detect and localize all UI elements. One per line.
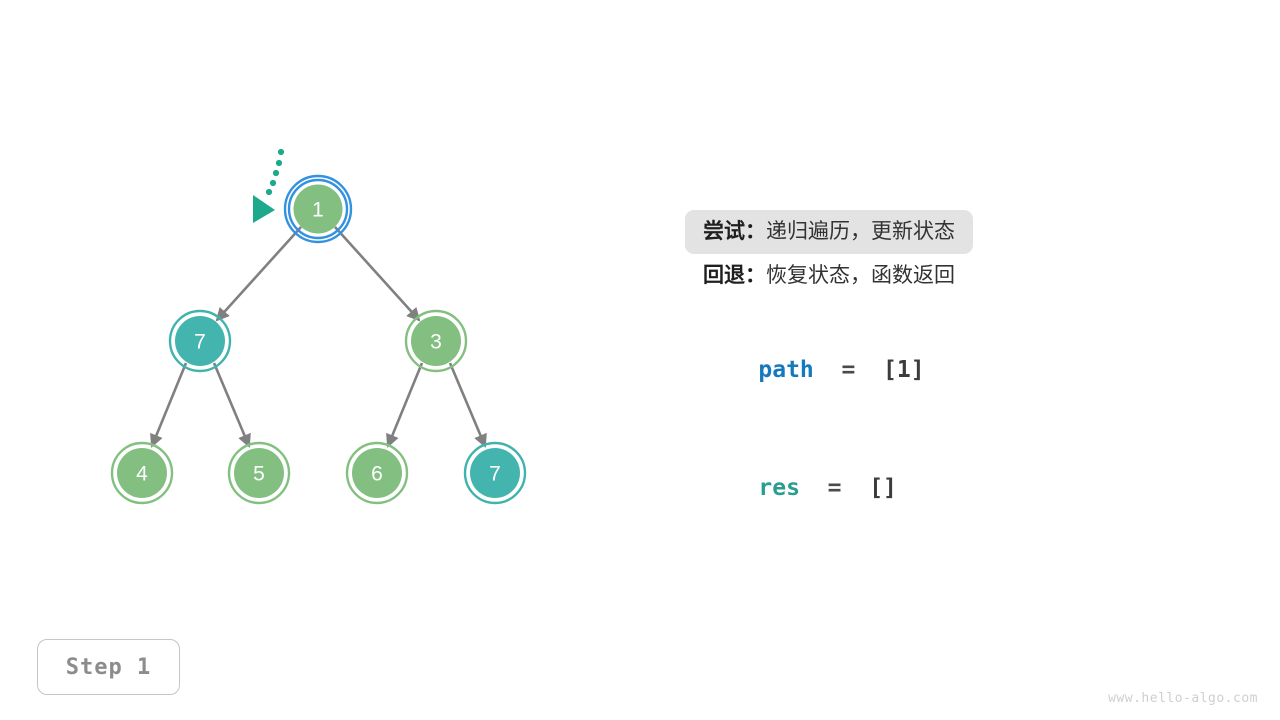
node-value-label: 1 xyxy=(312,199,324,222)
annotation-panel: 尝试：递归遍历，更新状态 回退：恢复状态，函数返回 path = [1] res… xyxy=(685,210,1245,501)
note-backtrack-label: 回退： xyxy=(703,264,766,287)
edge-1-7 xyxy=(215,226,302,322)
tree-node-4[interactable]: 4 xyxy=(110,441,174,505)
node-value-label: 4 xyxy=(136,463,148,486)
node-body xyxy=(234,448,284,498)
variable-res-name: res xyxy=(758,475,800,501)
note-try: 尝试：递归遍历，更新状态 xyxy=(685,210,973,254)
node-focus-ring xyxy=(283,174,353,244)
tree-node-7-left[interactable]: 7 xyxy=(168,309,232,373)
variable-path-name: path xyxy=(758,357,814,383)
edge-3-6 xyxy=(386,362,424,448)
node-outer-ring xyxy=(463,441,527,505)
note-try-label: 尝试： xyxy=(703,220,766,243)
node-outer-ring xyxy=(110,441,174,505)
pointer-dot xyxy=(265,188,273,196)
node-outer-ring xyxy=(168,309,232,373)
edge-7-4 xyxy=(150,362,188,448)
node-value-label: 7 xyxy=(489,463,501,486)
edge-1-3 xyxy=(334,226,421,322)
node-body xyxy=(411,316,461,366)
tree-node-7-right[interactable]: 7 xyxy=(463,441,527,505)
node-outer-ring xyxy=(404,309,468,373)
tree-nodes: 1 7 3 4 5 6 xyxy=(110,174,527,505)
node-outer-ring xyxy=(345,441,409,505)
tree-node-3[interactable]: 3 xyxy=(404,309,468,373)
node-body xyxy=(470,448,520,498)
variable-path-value: [1] xyxy=(883,357,925,383)
node-value-label: 5 xyxy=(253,463,265,486)
note-backtrack-text: 恢复状态，函数返回 xyxy=(766,264,955,287)
pointer-dot xyxy=(275,159,283,167)
pointer-dotted-arrow xyxy=(253,148,285,223)
node-body xyxy=(352,448,402,498)
variable-path: path = [1] xyxy=(758,357,925,383)
tree-node-5[interactable]: 5 xyxy=(227,441,291,505)
variable-res: res = [] xyxy=(758,475,897,501)
node-body xyxy=(117,448,167,498)
node-value-label: 7 xyxy=(194,331,206,354)
node-outer-ring xyxy=(287,178,349,240)
tree-node-1[interactable]: 1 xyxy=(283,174,353,244)
variable-res-value: [] xyxy=(869,475,897,501)
note-try-text: 递归遍历，更新状态 xyxy=(766,220,955,243)
tree-edges xyxy=(150,226,487,448)
node-value-label: 3 xyxy=(430,331,442,354)
tree-node-6[interactable]: 6 xyxy=(345,441,409,505)
edge-3-7b xyxy=(448,362,487,448)
node-value-label: 6 xyxy=(371,463,383,486)
pointer-arrowhead xyxy=(253,195,275,223)
step-badge: Step 1 xyxy=(37,639,180,695)
note-backtrack: 回退：恢复状态，函数返回 xyxy=(685,254,1245,298)
watermark: www.hello-algo.com xyxy=(1108,691,1258,706)
node-outer-ring xyxy=(227,441,291,505)
pointer-dot xyxy=(277,148,285,156)
pointer-dot xyxy=(272,169,280,177)
node-body xyxy=(293,184,343,234)
edge-7-5 xyxy=(212,362,251,448)
pointer-dot xyxy=(269,179,277,187)
node-body xyxy=(175,316,225,366)
